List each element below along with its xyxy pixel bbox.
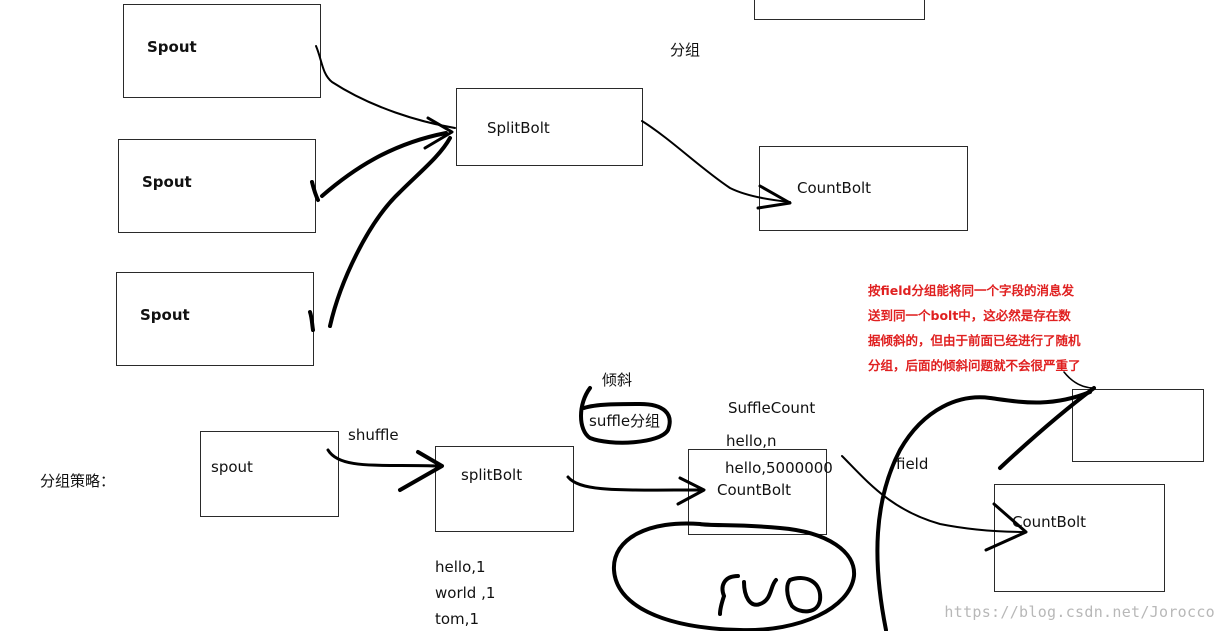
- arrow-head-right-top: [998, 386, 1096, 470]
- arrow-splitbolt-to-countbolt: [641, 120, 791, 203]
- note-leader-line: [1063, 371, 1095, 389]
- field-label: field: [896, 455, 929, 473]
- arrow-countbolt-to-right-countbolt: [841, 455, 1027, 533]
- shuffle-label: shuffle: [348, 426, 399, 444]
- bottom-spout-box: spout: [200, 431, 339, 517]
- spout-label-2: Spout: [142, 173, 192, 191]
- count-line-2: hello,5000000: [725, 459, 833, 477]
- spout-box-1: Spout: [123, 4, 321, 98]
- grouping-label: 分组: [670, 41, 701, 59]
- strategy-label: 分组策略：: [40, 472, 116, 490]
- suffle-group-label: suffle分组: [589, 412, 661, 430]
- note-line-2: 送到同一个bolt中，这必然是存在数: [868, 308, 1071, 323]
- watermark: https://blog.csdn.net/Jorocco: [944, 603, 1215, 621]
- bottom-count-bolt-label: CountBolt: [717, 481, 792, 499]
- field-grouping-note: 按field分组能将同一个字段的消息发 送到同一个bolt中，这必然是存在数 据…: [868, 278, 1108, 378]
- split-bolt-box: SplitBolt: [456, 88, 643, 166]
- arrow-head-countbolt-bottom: [676, 476, 706, 506]
- arrow-head-splitbolt-bottom: [398, 450, 444, 492]
- curve-to-right-top-box: [875, 390, 1092, 631]
- bottom-count-bolt-box: [688, 449, 827, 535]
- bottom-split-bolt-box: splitBolt: [435, 446, 574, 532]
- count-bolt-label: CountBolt: [797, 179, 872, 197]
- arrow-spout1-to-splitbolt: [315, 45, 456, 129]
- scribble-squiggle: [718, 574, 823, 616]
- spout-box-3: Spout: [116, 272, 314, 366]
- split-output-2: world ,1: [435, 584, 496, 602]
- note-line-3: 据倾斜的，但由于前面已经进行了随机: [868, 333, 1081, 348]
- suffle-count-title: SuffleCount: [728, 399, 816, 417]
- arrow-head-top: [423, 116, 454, 150]
- note-line-4: 分组，后面的倾斜问题就不会很严重了: [868, 358, 1081, 373]
- split-output-3: tom,1: [435, 610, 479, 628]
- spout-label-1: Spout: [147, 38, 197, 56]
- note-line-1: 按field分组能将同一个字段的消息发: [868, 283, 1074, 298]
- count-bolt-box: CountBolt: [759, 146, 968, 231]
- scribble-loop: [611, 521, 857, 631]
- split-output-1: hello,1: [435, 558, 486, 576]
- skew-label: 倾斜: [602, 371, 633, 389]
- split-bolt-label: SplitBolt: [487, 119, 550, 137]
- suffle-group-circle: [579, 386, 672, 445]
- right-count-bolt-box: CountBolt: [994, 484, 1165, 592]
- spout-label-3: Spout: [140, 306, 190, 324]
- count-line-1: hello,n: [726, 432, 777, 450]
- spout-box-2: Spout: [118, 139, 316, 233]
- bottom-spout-label: spout: [211, 458, 253, 476]
- arrow-head-countbolt: [756, 184, 792, 210]
- arrow-spout2-to-splitbolt: [310, 131, 448, 202]
- bottom-split-bolt-label: splitBolt: [461, 466, 523, 484]
- arrow-head-right-countbolt: [984, 502, 1028, 552]
- arrow-spout3-to-splitbolt: [308, 136, 452, 332]
- right-count-bolt-label: CountBolt: [1012, 513, 1087, 531]
- right-top-box: [1072, 389, 1204, 462]
- arrow-spout-to-splitbolt-bottom: [326, 448, 442, 468]
- arrow-splitbolt-to-countbolt-bottom: [566, 475, 702, 492]
- top-partial-box: [754, 0, 925, 20]
